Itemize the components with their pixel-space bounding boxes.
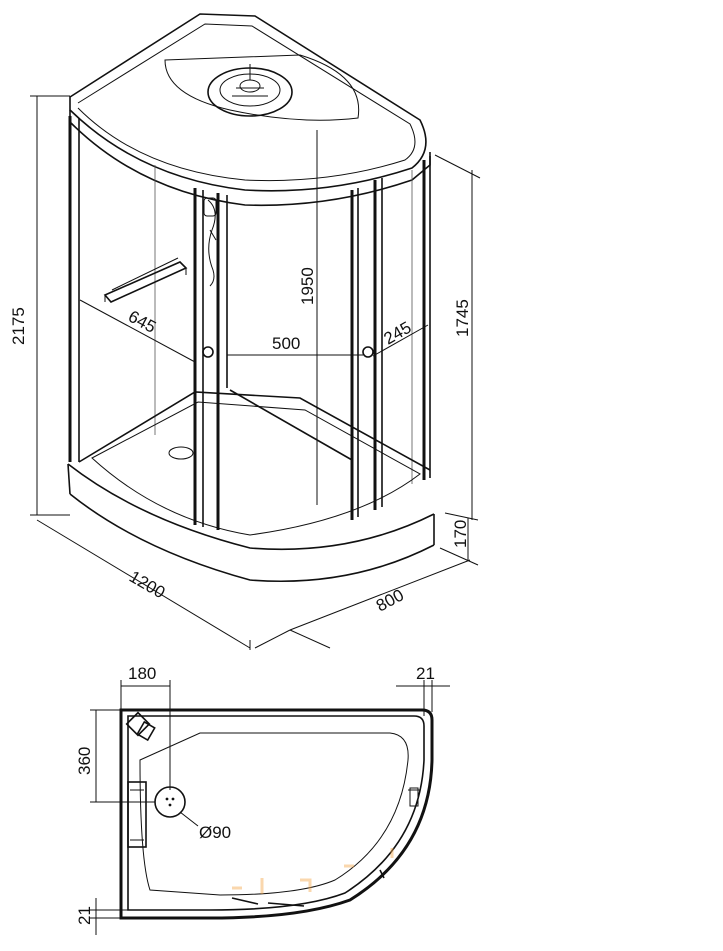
dim-plan-offset-y: 360: [75, 747, 94, 775]
roof-recess: [164, 54, 360, 121]
hand-shower: [203, 197, 217, 287]
dim-width: 1200: [126, 567, 168, 602]
watermark: [232, 848, 394, 894]
tray-inner: [91, 401, 421, 536]
drain: [168, 446, 194, 460]
dim-door-width: 500: [272, 334, 300, 353]
door-handle-left: [202, 346, 214, 358]
plan-view: 180 21 360 21 Ø90: [75, 664, 450, 935]
base-bottom: [69, 493, 435, 583]
inner-diagonal: [229, 389, 353, 461]
plan-inner-frame: [127, 715, 425, 911]
towel-rail: [103, 257, 188, 303]
plan-dimension-lines: [90, 680, 450, 935]
dimension-lines: [30, 95, 481, 650]
dim-depth: 800: [373, 585, 407, 615]
door-handle-right: [362, 346, 374, 358]
roof-inner-edge: [77, 23, 416, 182]
plan-mixer: [125, 711, 156, 742]
plan-tray-contour: [139, 732, 409, 896]
rain-shower-head: [207, 64, 293, 117]
dim-diag-left: 645: [125, 307, 159, 337]
plan-outline: [119, 708, 434, 920]
dim-inner-height: 1950: [298, 267, 317, 305]
dim-plan-frame-bottom: 21: [75, 906, 94, 925]
isometric-view: 2175 1745 1950 170 1200 800 645 500 245: [9, 13, 481, 650]
roof-outline: [69, 13, 427, 192]
dim-plan-frame: 21: [416, 664, 435, 683]
plan-door-tick-left: [231, 897, 259, 905]
dim-base-height: 170: [451, 520, 470, 548]
dim-cabin-height: 1745: [453, 299, 472, 337]
base-top: [67, 463, 435, 551]
shower-tray-outline: [78, 391, 431, 471]
dim-plan-offset-x: 180: [128, 664, 156, 683]
dim-plan-drain: Ø90: [199, 823, 231, 842]
dim-total-height: 2175: [9, 307, 28, 345]
dim-diag-right: 245: [381, 318, 415, 349]
plan-seat: [127, 781, 147, 848]
plan-door-handle: [409, 787, 419, 807]
roof-lower-edge: [69, 110, 431, 207]
